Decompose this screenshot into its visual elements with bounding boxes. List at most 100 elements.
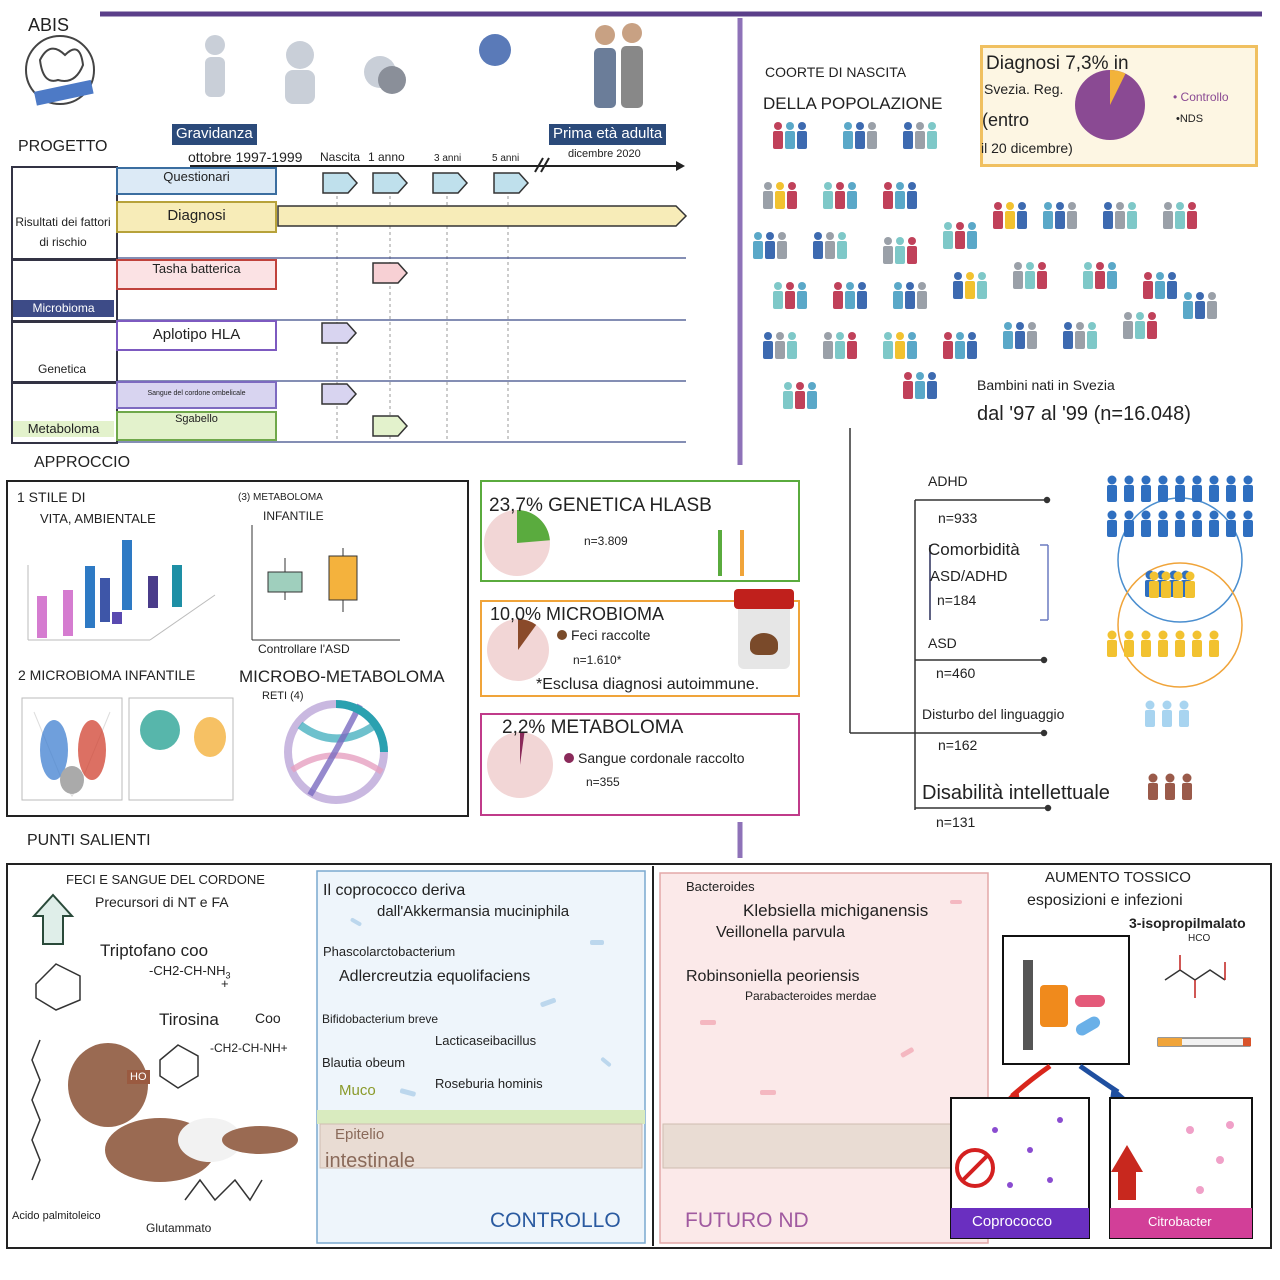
diag-comorb-n: n=184 [937, 592, 977, 608]
diag-adhd-n: n=933 [938, 510, 978, 526]
person-figure [1158, 475, 1168, 502]
person-figure [797, 282, 807, 309]
person-figure [1149, 571, 1159, 598]
person-figure [847, 182, 857, 209]
person-figure [787, 332, 797, 359]
diag-comorb2: ASD/ADHD [930, 568, 1008, 585]
person-figure [907, 237, 917, 264]
person-figure [1185, 571, 1195, 598]
person-figure [1095, 262, 1105, 289]
person-figure [1087, 322, 1097, 349]
left-sub: Precursori di NT e FA [95, 894, 229, 910]
person-figure [843, 122, 853, 149]
person-figure [1017, 202, 1027, 229]
p1b: VITA, AMBIENTALE [40, 511, 156, 526]
row-genetics-label: Genetica [38, 362, 87, 376]
tox-line2: esposizioni e infezioni [1027, 892, 1183, 909]
hla-gene-icon [718, 530, 744, 576]
person-figure [1161, 571, 1171, 598]
person-figure [855, 122, 865, 149]
volcano-plot [33, 711, 111, 797]
metabolome-boxplot [251, 525, 400, 641]
born-line1: Bambini nati in Svezia [977, 377, 1115, 393]
person-figure [797, 122, 807, 149]
person-figure [943, 332, 953, 359]
controllo-label: CONTROLLO [490, 1209, 621, 1232]
person-figure [847, 332, 857, 359]
diag-line1: Diagnosi 7,3% in [986, 53, 1129, 74]
person-figure [917, 282, 927, 309]
coprococco-label: Coprococco [972, 1213, 1053, 1230]
tyr-coo: Coo [255, 1010, 281, 1026]
person-figure [1187, 202, 1197, 229]
person-figure [1015, 322, 1025, 349]
person-figure [1135, 312, 1145, 339]
person-figure [775, 332, 785, 359]
person-figure [1209, 475, 1219, 502]
person-figure [1173, 571, 1183, 598]
person-figure [1226, 475, 1236, 502]
p4a: MICROBO-METABOLOMA [239, 667, 445, 686]
person-figure [1124, 630, 1134, 657]
person-figure [927, 372, 937, 399]
person-figure [967, 222, 977, 249]
person-figure [823, 182, 833, 209]
person-figure [977, 272, 987, 299]
epitelio-label: Epitelio [335, 1126, 385, 1143]
diag-line4: il 20 dicembre) [981, 140, 1073, 156]
diag-lang-n: n=162 [938, 737, 978, 753]
legend-nds: •NDS [1176, 113, 1204, 125]
person-figure [823, 332, 833, 359]
person-figure [1145, 700, 1155, 727]
person-figure [1124, 510, 1134, 537]
person-figure [1141, 510, 1151, 537]
person-figure [1027, 322, 1037, 349]
person-figure [915, 372, 925, 399]
bar-questionari: Questionari [116, 167, 277, 195]
legend-control: • Controllo [1173, 90, 1229, 104]
ho-label: HO [127, 1070, 150, 1085]
salienti-title: PUNTI SALIENTI [27, 832, 151, 849]
trp-plus: + [221, 976, 229, 991]
person-figure [1192, 475, 1202, 502]
box3-sub: Sangue cordonale raccolto [564, 750, 745, 766]
person-figure [777, 232, 787, 259]
person-figure [955, 222, 965, 249]
person-figure [1005, 202, 1015, 229]
person-figure [1123, 312, 1133, 339]
person-figure [1209, 630, 1219, 657]
person-figure [825, 232, 835, 259]
iso-label: 3-isopropilmalato [1129, 915, 1246, 931]
person-figure [837, 232, 847, 259]
diag-comorb: Comorbidità [928, 540, 1020, 559]
cohort-pie-1 [484, 510, 550, 576]
person-figure [773, 122, 783, 149]
bar-hla: Aplotipo HLA [116, 320, 277, 351]
person-figure [907, 182, 917, 209]
person-figure [883, 237, 893, 264]
p2: 2 MICROBIOMA INFANTILE [18, 667, 196, 683]
box1-title: 23,7% GENETICA HLASB [489, 495, 712, 516]
milestone-5y: 5 anni [492, 153, 520, 164]
hco-label: HCO [1188, 933, 1211, 944]
stool-jar-icon [734, 589, 794, 671]
person-figure [893, 282, 903, 309]
person-figure [753, 232, 763, 259]
baby-illustration [68, 1043, 298, 1182]
person-figure [1175, 510, 1185, 537]
person-figure [883, 182, 893, 209]
cohort-pie-slice [518, 619, 537, 650]
person-figure [905, 282, 915, 309]
glut-label: Glutammato [146, 1221, 212, 1235]
box3-title: 2,2% METABOLOMA [502, 717, 684, 738]
milestone-birth: Nascita [320, 150, 361, 164]
cohort-pie-3 [487, 732, 553, 798]
person-figure [1175, 630, 1185, 657]
ctrl-taxon-4: Adlercreutzia equolifaciens [339, 968, 531, 985]
muco-label: Muco [339, 1082, 376, 1099]
milestone-1y: 1 anno [368, 150, 405, 164]
box1-n: n=3.809 [584, 534, 628, 548]
